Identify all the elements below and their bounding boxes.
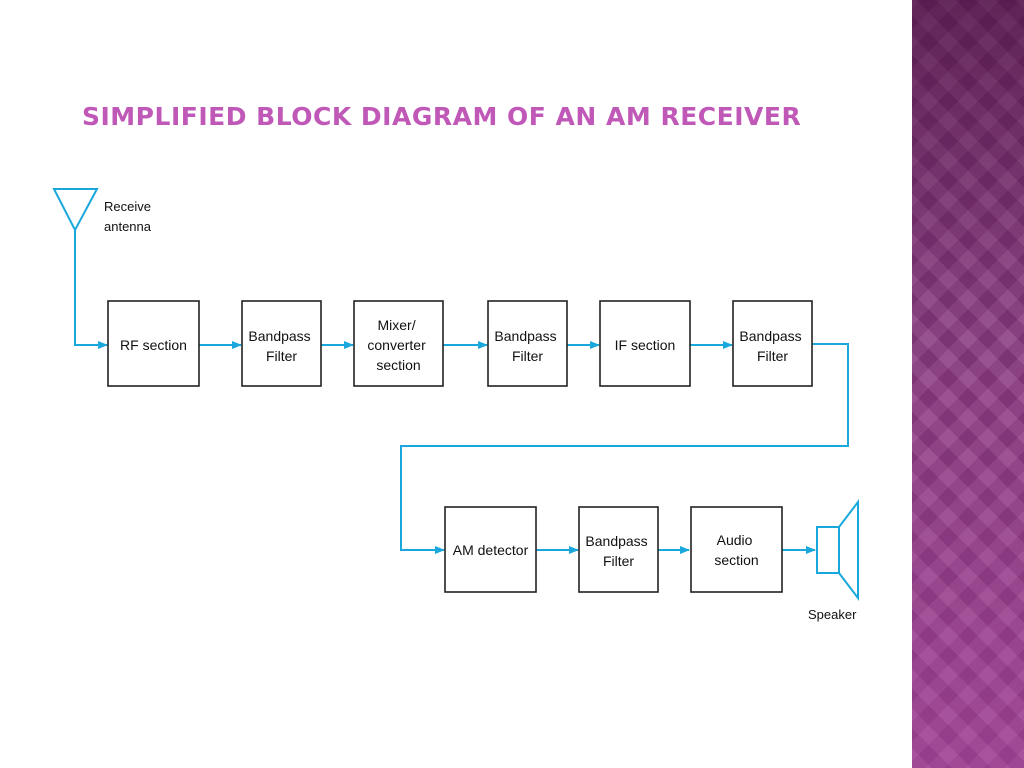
- block-audio-section: Audio section: [690, 506, 783, 593]
- block-rf-section: RF section: [107, 300, 200, 387]
- svg-text:Bandpass Filter: Bandpass Filter: [494, 328, 560, 364]
- antenna-icon: [52, 188, 99, 233]
- svg-text:AM detector: AM detector: [453, 542, 529, 558]
- block-am-detector: AM detector: [444, 506, 537, 593]
- svg-text:Bandpass Filter: Bandpass Filter: [585, 533, 651, 569]
- slide-title: Simplified Block Diagram of an AM Receiv…: [82, 102, 802, 131]
- svg-text:IF section: IF section: [615, 337, 676, 353]
- svg-text:Bandpass Filter: Bandpass Filter: [248, 328, 314, 364]
- block-bandpass-filter-4: Bandpass Filter: [578, 506, 659, 593]
- svg-text:RF section: RF section: [120, 337, 187, 353]
- block-bandpass-filter-1: Bandpass Filter: [241, 300, 322, 387]
- svg-text:Bandpass Filter: Bandpass Filter: [739, 328, 805, 364]
- speaker-label: Speaker: [808, 607, 857, 622]
- decorative-sidebar: [912, 0, 1024, 768]
- block-bandpass-filter-3: Bandpass Filter: [732, 300, 813, 387]
- svg-text:Mixer/ converter s: Mixer/ converter section: [367, 317, 429, 373]
- block-if-section: IF section: [599, 300, 691, 387]
- svg-text:Audio section: Audio section: [714, 532, 758, 568]
- signal-wires: [74, 230, 849, 554]
- block-bandpass-filter-2: Bandpass Filter: [487, 300, 568, 387]
- wire-antenna-to-rf: [74, 230, 108, 349]
- block-mixer-converter: Mixer/ converter section: [353, 300, 444, 387]
- wire-bpf3-to-am-detector: [400, 343, 849, 554]
- antenna-label: Receive antenna: [104, 199, 155, 234]
- speaker-icon: [816, 499, 859, 601]
